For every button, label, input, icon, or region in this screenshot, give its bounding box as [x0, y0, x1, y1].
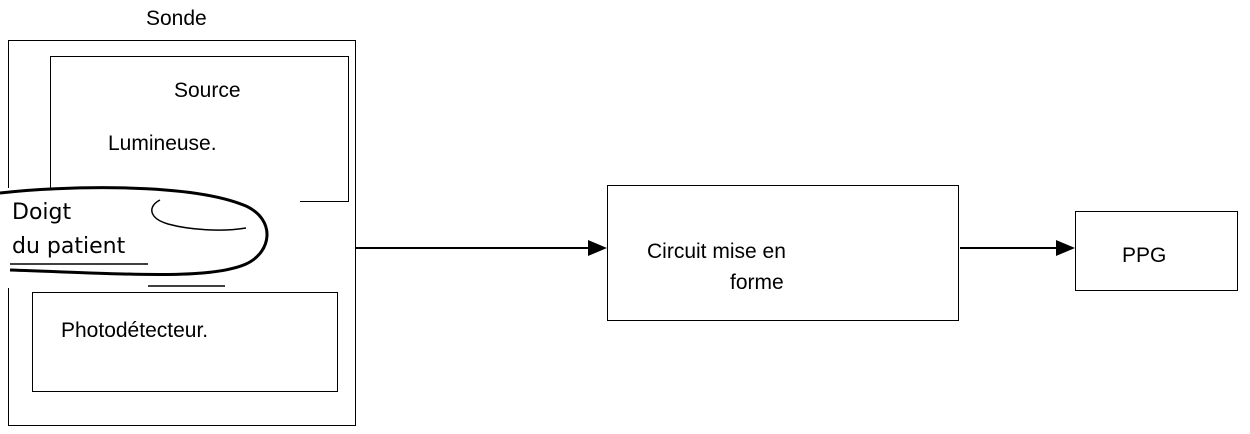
light-source-label-line2: Lumineuse. [108, 132, 217, 155]
arrowhead-circuit-icon [588, 240, 607, 256]
shaping-circuit-label-line2: forme [730, 271, 784, 294]
shaping-circuit-box [607, 185, 959, 321]
finger-label-line1: Doigt [12, 200, 72, 225]
photodetector-box [32, 292, 338, 392]
finger-label-line2: du patient [12, 234, 126, 259]
ppg-box [1075, 211, 1238, 291]
ppg-label: PPG [1122, 244, 1167, 267]
light-source-box [50, 56, 349, 202]
light-source-label-line1: Source [174, 79, 241, 102]
fingernail-icon [151, 199, 247, 231]
shaping-circuit-label-line1: Circuit mise en [647, 240, 786, 263]
finger-outline-icon [0, 186, 269, 276]
arrowhead-ppg-icon [1056, 240, 1075, 256]
probe-title: Sonde [146, 7, 207, 30]
photodetector-label: Photodétecteur. [61, 319, 209, 342]
